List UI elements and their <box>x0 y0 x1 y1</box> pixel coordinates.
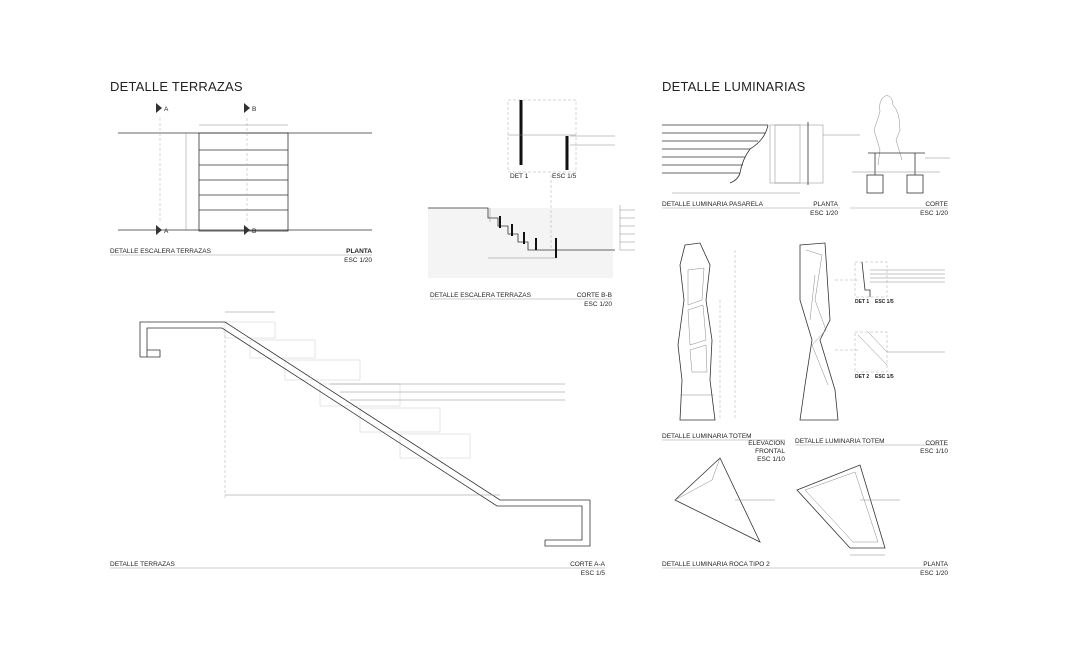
section-markers: A B A B <box>156 103 256 235</box>
roca-label: DETALLE LUMINARIA ROCA TIPO 2 <box>662 561 770 568</box>
terrace-section-view: CORTE A-A <box>570 561 606 568</box>
totem-section-scale: ESC 1/10 <box>920 448 948 455</box>
stair-plan-label: DETALLE ESCALERA TERRAZAS <box>110 248 212 255</box>
totem-det2-scale: ESC 1/5 <box>875 374 894 380</box>
pasarela-scale: ESC 1/20 <box>810 210 838 217</box>
stair-section-bb-drawing <box>428 175 635 278</box>
pasarela-label: DETALLE LUMINARIA PASARELA <box>662 201 764 208</box>
pasarela-section-scale: ESC 1/20 <box>920 210 948 217</box>
totem-section-view: CORTE <box>925 440 948 447</box>
det1-scale: ESC 1/5 <box>552 173 577 180</box>
marker-a: A <box>164 106 169 113</box>
det1-label: DET 1 <box>510 173 529 180</box>
marker-b-2: B <box>252 228 256 235</box>
marker-a-2: A <box>164 228 169 235</box>
marker-b: B <box>252 106 256 113</box>
stair-plan-scale: ESC 1/20 <box>344 257 372 264</box>
stair-section-view: CORTE B-B <box>577 292 612 299</box>
title-detalle-luminarias: DETALLE LUMINARIAS <box>662 79 806 94</box>
totem-view-b: FRONTAL <box>755 448 785 455</box>
roca-scale: ESC 1/20 <box>920 570 948 577</box>
stair-section-scale: ESC 1/20 <box>584 301 612 308</box>
terrace-section-aa-drawing <box>139 311 591 547</box>
totem-view: ELEVACION <box>748 440 785 447</box>
pasarela-plan-drawing <box>662 122 860 194</box>
stair-plan-view: PLANTA <box>346 248 372 255</box>
stair-plan-drawing <box>118 118 372 232</box>
totem-det1-scale: ESC 1/5 <box>875 299 894 305</box>
roca-section-drawing <box>796 464 900 556</box>
totem-label: DETALLE LUMINARIA TOTEM <box>662 433 752 440</box>
det1-drawing <box>507 99 615 173</box>
pasarela-section-drawing <box>852 95 950 194</box>
totem-det2-label: DET 2 <box>855 374 869 380</box>
totem-section-label: DETALLE LUMINARIA TOTEM <box>795 438 885 445</box>
totem-det1-label: DET 1 <box>855 299 869 305</box>
terrace-section-label: DETALLE TERRAZAS <box>110 561 175 568</box>
totem-section-drawing <box>799 242 945 421</box>
roca-plan-drawing <box>674 457 775 543</box>
totem-elevation-drawing <box>677 242 736 421</box>
totem-scale: ESC 1/10 <box>757 456 785 463</box>
stair-section-label: DETALLE ESCALERA TERRAZAS <box>430 292 532 299</box>
roca-view: PLANTA <box>923 561 948 568</box>
title-detalle-terrazas: DETALLE TERRAZAS <box>110 79 243 94</box>
terrace-section-scale: ESC 1/5 <box>581 570 606 577</box>
pasarela-view: PLANTA <box>813 201 838 208</box>
pasarela-section-view: CORTE <box>925 201 948 208</box>
